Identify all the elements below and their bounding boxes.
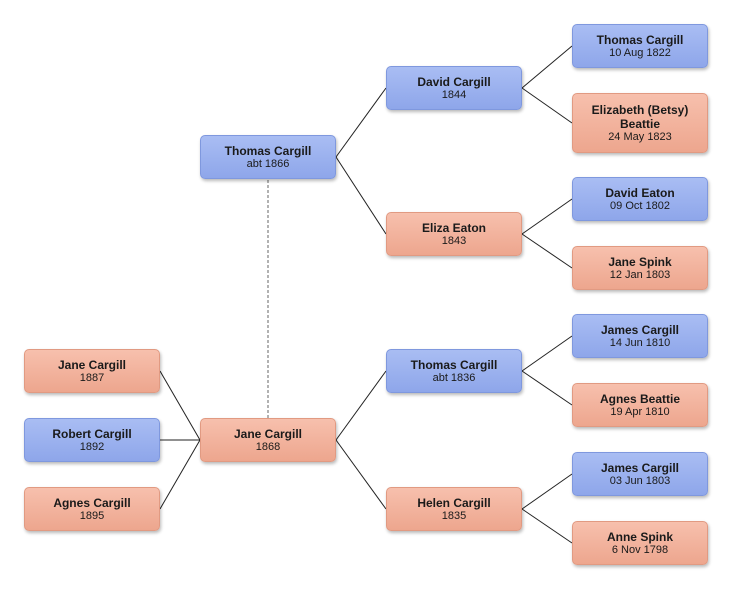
person-box-spouse-thomas-cargill[interactable]: Thomas Cargill abt 1866: [200, 135, 336, 179]
person-box-agnes-beattie[interactable]: Agnes Beattie 19 Apr 1810: [572, 383, 708, 427]
connector-line: [521, 233, 573, 269]
connector-line: [335, 87, 387, 158]
connector-line: [521, 508, 573, 544]
person-date: abt 1866: [246, 157, 290, 170]
person-date: 19 Apr 1810: [610, 405, 670, 418]
person-name: James Cargill: [600, 322, 680, 337]
person-name: Thomas Cargill: [596, 32, 684, 47]
person-name: Helen Cargill: [417, 495, 491, 510]
person-date: 14 Jun 1810: [609, 336, 671, 349]
person-name: David Eaton: [605, 185, 675, 200]
connector-line: [521, 198, 573, 235]
person-box-jane-spink[interactable]: Jane Spink 12 Jan 1803: [572, 246, 708, 290]
person-box-child-robert-cargill[interactable]: Robert Cargill 1892: [24, 418, 160, 462]
person-date: 1835: [441, 509, 467, 522]
person-box-david-eaton[interactable]: David Eaton 09 Oct 1802: [572, 177, 708, 221]
connector-line: [159, 439, 201, 510]
connector-line: [521, 370, 573, 406]
person-name: Elizabeth (Betsy) Beattie: [591, 102, 689, 131]
person-name: Anne Spink: [606, 529, 673, 544]
person-date: 1868: [255, 440, 281, 453]
person-box-david-cargill[interactable]: David Cargill 1844: [386, 66, 522, 110]
connector-line: [159, 370, 201, 441]
person-box-root-jane-cargill[interactable]: Jane Cargill 1868: [200, 418, 336, 462]
person-date: 1887: [79, 371, 105, 384]
person-name: Thomas Cargill: [410, 357, 498, 372]
connector-line: [521, 335, 573, 372]
person-date: abt 1836: [432, 371, 476, 384]
person-name: Thomas Cargill: [224, 143, 312, 158]
person-box-elizabeth-beattie[interactable]: Elizabeth (Betsy) Beattie 24 May 1823: [572, 93, 708, 153]
person-date: 1843: [441, 234, 467, 247]
person-name: Eliza Eaton: [421, 220, 486, 235]
person-name: Jane Cargill: [233, 426, 303, 441]
person-box-anne-spink[interactable]: Anne Spink 6 Nov 1798: [572, 521, 708, 565]
person-box-father-thomas-cargill[interactable]: Thomas Cargill abt 1836: [386, 349, 522, 393]
connector-line: [521, 45, 573, 89]
person-date: 03 Jun 1803: [609, 474, 671, 487]
person-date: 12 Jan 1803: [609, 268, 671, 281]
person-box-james-cargill-1803[interactable]: James Cargill 03 Jun 1803: [572, 452, 708, 496]
person-date: 1895: [79, 509, 105, 522]
person-date: 24 May 1823: [608, 130, 672, 143]
person-name: Agnes Cargill: [53, 495, 131, 510]
person-name: James Cargill: [600, 460, 680, 475]
connector-line: [335, 370, 387, 441]
person-box-james-cargill-1810[interactable]: James Cargill 14 Jun 1810: [572, 314, 708, 358]
person-box-eliza-eaton[interactable]: Eliza Eaton 1843: [386, 212, 522, 256]
person-date: 1844: [441, 88, 467, 101]
person-date: 10 Aug 1822: [609, 46, 671, 59]
person-box-thomas-cargill-1822[interactable]: Thomas Cargill 10 Aug 1822: [572, 24, 708, 68]
connector-line: [335, 156, 387, 235]
person-name: Robert Cargill: [52, 426, 132, 441]
person-box-child-jane-cargill[interactable]: Jane Cargill 1887: [24, 349, 160, 393]
person-name: Jane Spink: [608, 254, 672, 269]
person-date: 09 Oct 1802: [610, 199, 670, 212]
person-name: Agnes Beattie: [599, 391, 681, 406]
connector-line: [521, 87, 573, 124]
connector-line: [335, 439, 387, 510]
person-date: 1892: [79, 440, 105, 453]
connector-line: [521, 473, 573, 510]
person-name: Jane Cargill: [57, 357, 127, 372]
person-date: 6 Nov 1798: [611, 543, 669, 556]
person-box-helen-cargill[interactable]: Helen Cargill 1835: [386, 487, 522, 531]
person-name: David Cargill: [417, 74, 491, 89]
person-box-child-agnes-cargill[interactable]: Agnes Cargill 1895: [24, 487, 160, 531]
